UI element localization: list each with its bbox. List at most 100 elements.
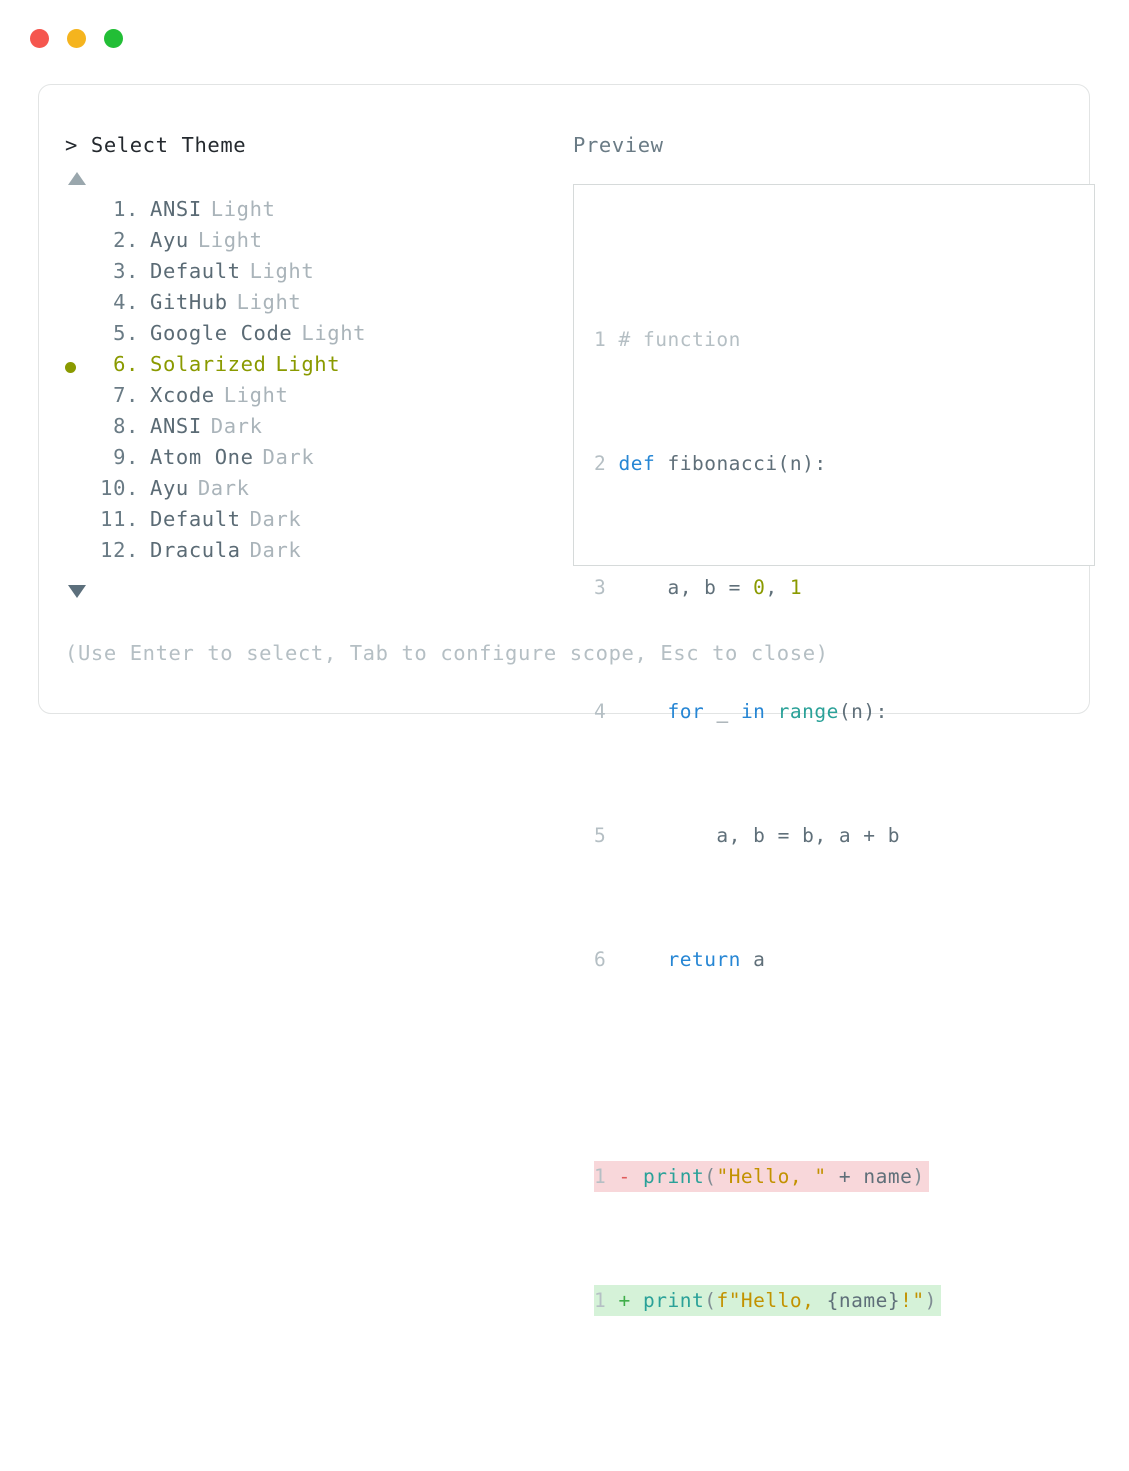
list-item-name: Default [150,258,241,283]
prompt-caret-icon: > [65,133,78,157]
code-line-6: 6 return a [594,944,1094,975]
triangle-down-icon[interactable] [68,584,86,598]
token-paren-open: ( [704,1164,717,1188]
list-item-index: 8. [113,413,139,438]
list-item[interactable]: 2. Ayu Light [65,228,525,259]
list-item-index: 4. [113,289,139,314]
token-keyword-in: in [740,699,766,723]
list-item-variant: Light [249,258,315,283]
list-item[interactable]: 11. Default Dark [65,507,525,538]
token-indent [619,700,668,723]
token-comma: , [765,575,790,599]
token-comment: # function [618,327,741,351]
code-line-1: 1 # function [594,324,1094,355]
maximize-button[interactable] [104,29,123,48]
page-title: Select Theme [90,133,247,157]
line-number: 3 [594,575,607,599]
list-item-index: 11. [100,506,139,531]
theme-selector-pane: > Select Theme 1. ANSI Light 2. Ayu Ligh… [65,133,525,598]
token-return-value: a [740,947,766,971]
token-fstring-head: f"Hello, [716,1288,827,1312]
diff-plus-icon: + [618,1288,631,1312]
list-item[interactable]: 5. Google Code Light [65,321,525,352]
list-item-variant: Light [223,382,289,407]
list-item-variant: Light [275,351,341,376]
list-item[interactable]: 12. Dracula Dark [65,538,525,569]
token-fstring-tail: !" [900,1288,925,1312]
token-indent [619,948,668,971]
list-item-name: Xcode [150,382,215,407]
token-keyword-for: for [667,699,705,723]
token-keyword-def: def [618,451,656,475]
token-function-print: print [643,1164,705,1188]
line-number: 2 [594,451,607,475]
prompt-header: > Select Theme [65,133,525,158]
list-item[interactable]: 8. ANSI Dark [65,414,525,445]
diff-minus-icon: - [618,1164,631,1188]
line-number: 4 [594,699,607,723]
list-item-name: ANSI [150,196,202,221]
list-item-name: Ayu [150,475,189,500]
token-string-old: "Hello, " [716,1164,827,1188]
list-item-index: 2. [113,227,139,252]
list-item-index: 3. [113,258,139,283]
token-function-name: fibonacci [667,451,778,475]
preview-pane: Preview 1 # function 2 def fibonacci(n):… [573,133,1095,1316]
list-item-name: GitHub [150,289,228,314]
list-item-variant: Dark [210,413,263,438]
preview-label: Preview [573,133,664,157]
list-item[interactable]: 1. ANSI Light [65,197,525,228]
list-item[interactable]: 9. Atom One Dark [65,445,525,476]
list-item-name: Dracula [150,537,241,562]
token-params: (n): [777,451,827,475]
list-item-variant: Dark [249,537,302,562]
token-fstring-expr: {name} [826,1288,901,1312]
list-item-index: 5. [113,320,139,345]
diff-line-number: 1 [594,1288,607,1312]
keyboard-hint: (Use Enter to select, Tab to configure s… [65,641,829,665]
list-item-variant: Dark [249,506,302,531]
token-paren-open: ( [704,1288,717,1312]
list-item-selected[interactable]: 6. Solarized Light [65,352,525,383]
list-item-index: 9. [113,444,139,469]
line-number: 5 [594,823,607,847]
list-item-index: 7. [113,382,139,407]
list-item-index: 12. [100,537,139,562]
code-line-5: 5 a, b = b, a + b [594,820,1094,851]
diff-line-number: 1 [594,1164,607,1188]
token-concat: + name [826,1164,913,1188]
minimize-button[interactable] [67,29,86,48]
list-item-variant: Dark [262,444,315,469]
list-item-variant: Light [210,196,276,221]
triangle-up-icon[interactable] [68,171,86,185]
list-item-name: Atom One [150,444,254,469]
list-item-index: 6. [113,351,139,376]
list-item-variant: Light [301,320,367,345]
code-line-3: 3 a, b = 0, 1 [594,572,1094,603]
token-assign: a, b = [618,575,754,599]
line-number: 6 [594,947,607,971]
code-line-2: 2 def fibonacci(n): [594,448,1094,479]
list-item-index: 1. [113,196,139,221]
list-item[interactable]: 7. Xcode Light [65,383,525,414]
list-item-name: ANSI [150,413,202,438]
code-preview-box: 1 # function 2 def fibonacci(n): 3 a, b … [573,183,1095,1316]
token-range-args: (n): [838,699,888,723]
theme-list: 1. ANSI Light 2. Ayu Light 3. Default Li… [65,197,525,569]
list-item-variant: Dark [197,475,250,500]
selected-bullet-icon [65,361,76,373]
token-keyword-return: return [667,947,741,971]
list-item-index: 10. [100,475,139,500]
token-number-one: 1 [789,575,803,599]
list-item[interactable]: 3. Default Light [65,259,525,290]
list-item[interactable]: 4. GitHub Light [65,290,525,321]
theme-picker-card: > Select Theme 1. ANSI Light 2. Ayu Ligh… [38,84,1095,1316]
list-item[interactable]: 10. Ayu Dark [65,476,525,507]
token-swap-expr: a, b = b, a + b [618,823,901,847]
token-underscore: _ [704,699,741,723]
line-number: 1 [594,327,607,351]
diff-added-line: 1 + print(f"Hello, {name}!") [594,1284,941,1316]
list-item-name: Google Code [150,320,293,345]
token-function-range: range [777,699,839,723]
close-button[interactable] [30,29,49,48]
